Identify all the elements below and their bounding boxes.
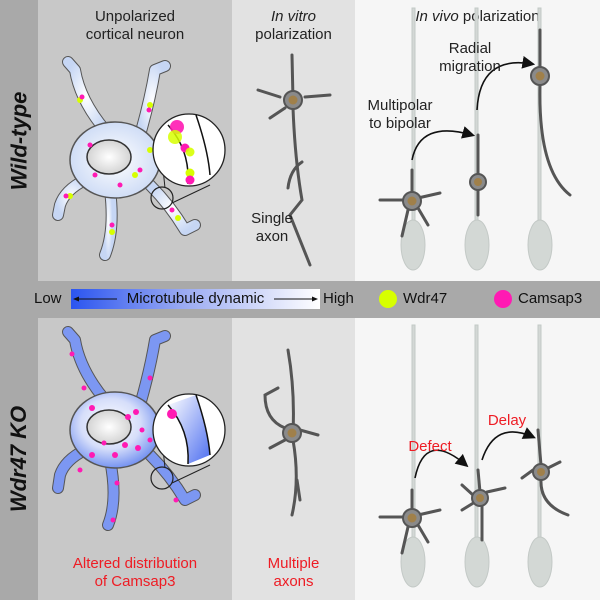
ko-invitro-neuron xyxy=(263,348,320,517)
label-radial-migration: Radial migration xyxy=(425,40,515,76)
label-multipolar-line1: Multipolar xyxy=(367,97,433,114)
label-defect: Defect xyxy=(408,438,452,455)
microtubule-dynamic-gradient: Microtubule dynamic xyxy=(71,289,320,309)
col3-title-italic: In vivo xyxy=(415,8,459,25)
label-single-axon-line2: axon xyxy=(255,228,289,245)
legend-high-label: High xyxy=(323,290,354,307)
camsap3-color-swatch xyxy=(494,290,512,308)
gradient-arrow xyxy=(73,296,318,302)
label-multipolar-to-bipolar: Multipolar to bipolar xyxy=(360,97,440,133)
arrow-delay xyxy=(481,427,536,461)
col2-title-italic: In vitro xyxy=(270,8,316,25)
col1-title: Unpolarized cortical neuron xyxy=(38,8,232,44)
label-multiple-line2: axons xyxy=(273,573,314,590)
legend-camsap3-label: Camsap3 xyxy=(518,290,583,307)
row-label-strip-top xyxy=(0,0,38,281)
row-label-strip-bottom xyxy=(0,318,38,600)
panel-invitro-ko xyxy=(232,318,355,600)
arrow-defect xyxy=(414,449,469,479)
wt-invivo-neurons xyxy=(378,28,572,238)
ko-nucleus xyxy=(86,409,132,445)
wdr47-color-swatch xyxy=(379,290,397,308)
label-altered-line2: of Camsap3 xyxy=(94,573,176,590)
col2-title-line2: polarization xyxy=(255,26,332,43)
col3-title-rest: polarization xyxy=(458,8,540,25)
label-altered-distribution: Altered distribution of Camsap3 xyxy=(38,555,232,591)
ko-puncta xyxy=(69,351,179,523)
label-radial-line2: migration xyxy=(439,58,501,75)
col2-title: In vitro polarization xyxy=(232,8,355,44)
wt-zoom-origin xyxy=(150,186,174,210)
col1-title-line2: cortical neuron xyxy=(85,26,185,43)
label-single-axon-line1: Single xyxy=(251,210,293,227)
label-multipolar-line2: to bipolar xyxy=(369,115,431,132)
col3-title: In vivo polarization xyxy=(355,8,600,26)
ko-unpolarized-neuron xyxy=(52,326,226,531)
label-multiple-axons: Multiple axons xyxy=(232,555,355,591)
wt-unpolarized-neuron xyxy=(52,56,226,261)
legend-wdr47-label: Wdr47 xyxy=(403,290,448,307)
arrow-multipolar-to-bipolar xyxy=(411,126,476,161)
legend-bar: Low Microtubule dynamic High Wdr47 Camsa… xyxy=(0,281,600,318)
label-delay: Delay xyxy=(487,412,527,429)
label-radial-line1: Radial xyxy=(448,40,492,57)
col1-title-line1: Unpolarized xyxy=(94,8,176,25)
wt-nucleus xyxy=(86,139,132,175)
wt-invitro-neuron xyxy=(256,53,332,267)
label-multiple-line1: Multiple xyxy=(267,555,320,572)
label-single-axon: Single axon xyxy=(242,210,302,246)
arrow-radial-migration xyxy=(476,56,536,111)
ko-invivo-neurons xyxy=(378,428,570,555)
label-altered-line1: Altered distribution xyxy=(72,555,198,572)
legend-gradient-label: Microtubule dynamic xyxy=(126,290,265,307)
wt-puncta xyxy=(63,94,181,235)
legend-low-label: Low xyxy=(34,290,62,307)
